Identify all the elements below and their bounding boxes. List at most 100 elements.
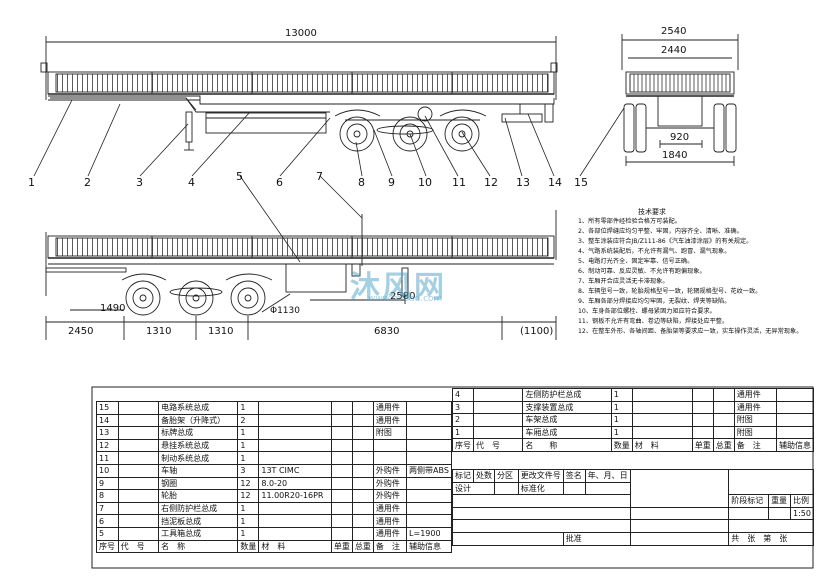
standard-label: 标准化 xyxy=(517,481,564,496)
bom-cell-w1 xyxy=(330,413,353,428)
bom-header-cell: 序号 xyxy=(96,539,119,554)
note-item: 8、车辆型号一致，轮胎规格型号一致，轮辋规格型号、花纹一致。 xyxy=(578,288,762,295)
bom-cell-no: 4 xyxy=(452,388,474,402)
side-view-bottom xyxy=(45,210,557,340)
dim-wheelbase: 6830 xyxy=(374,326,400,337)
bom-cell-w2 xyxy=(351,426,374,440)
bom-cell-code xyxy=(117,401,160,415)
bom-cell-code xyxy=(117,451,160,465)
bom-cell-name: 制动系统总成 xyxy=(158,451,239,465)
bom-cell-w1 xyxy=(330,451,353,465)
callout-11: 11 xyxy=(452,176,466,189)
note-item: 9、车厢各部分焊接应均匀牢固，无裂纹、焊夹等缺陷。 xyxy=(578,298,731,305)
callout-5: 5 xyxy=(236,170,243,183)
bom-cell-qty: 1 xyxy=(610,400,633,415)
bom-cell-qty: 1 xyxy=(237,438,260,453)
bom-cell-w2 xyxy=(351,413,374,428)
bom-cell-w1 xyxy=(691,413,714,427)
rev-count-h: 处数 xyxy=(473,469,495,483)
callout-15: 15 xyxy=(574,176,588,189)
bom-cell-aux: 两侧带ABS xyxy=(406,463,452,478)
callout-10: 10 xyxy=(418,176,432,189)
bom-cell-code xyxy=(117,413,160,428)
bom-cell-name: 支撑装置总成 xyxy=(522,400,612,415)
bom-cell-qty: 1 xyxy=(237,501,260,516)
bom-cell-qty: 1 xyxy=(237,526,260,541)
callout-3: 3 xyxy=(136,176,143,189)
bom-cell-mat xyxy=(258,438,332,453)
bom-cell-mat xyxy=(631,413,693,427)
bom-cell-name: 标牌总成 xyxy=(158,426,239,440)
bom-cell-aux xyxy=(775,425,815,440)
bom-cell-qty: 1 xyxy=(610,388,633,402)
bom-cell-code xyxy=(117,514,160,528)
bom-cell-no: 15 xyxy=(96,401,119,415)
bom-cell-w2 xyxy=(351,476,374,491)
bom-cell-rem xyxy=(372,451,408,465)
bom-cell-rem: 外购件 xyxy=(372,489,408,503)
callout-6: 6 xyxy=(276,176,283,189)
bom-header-cell: 序号 xyxy=(452,438,474,452)
bom-header-cell: 总重 xyxy=(712,438,735,452)
callout-4: 4 xyxy=(188,176,195,189)
bom-header-cell: 单重 xyxy=(330,539,353,554)
watermark-url: www.mfcad.com xyxy=(368,294,443,304)
side-view-top xyxy=(40,36,558,152)
bom-cell-mat xyxy=(258,426,332,440)
note-item: 1、所有零部件经检验合格方可装配。 xyxy=(578,218,681,225)
bom-header-cell: 备 注 xyxy=(733,438,777,452)
rev-sign-h: 签名 xyxy=(562,469,586,483)
bom-cell-qty: 12 xyxy=(237,476,260,491)
note-item: 2、各部位焊缝应均匀平整、牢固，内容齐全、清晰、准确。 xyxy=(578,228,743,235)
bom-header-cell: 辅助信息 xyxy=(406,539,452,554)
note-item: 5、电路灯光齐全、固定牢靠、信号正确。 xyxy=(578,258,694,265)
bom-cell-code xyxy=(472,413,524,427)
bom-cell-no: 5 xyxy=(96,526,119,541)
bom-cell-no: 7 xyxy=(96,501,119,516)
bom-cell-rem: 附图 xyxy=(733,413,777,427)
bom-cell-name: 车架总成 xyxy=(522,413,612,427)
bom-cell-aux xyxy=(406,489,452,503)
scale-label: 比例 xyxy=(789,494,815,508)
bom-cell-code xyxy=(117,489,160,503)
bom-cell-no: 14 xyxy=(96,413,119,428)
bom-cell-w1 xyxy=(330,401,353,415)
bom-cell-mat xyxy=(258,413,332,428)
bom-cell-no: 6 xyxy=(96,514,119,528)
bom-cell-no: 8 xyxy=(96,489,119,503)
rev-doc-h: 更改文件号 xyxy=(517,469,564,483)
bom-cell-w2 xyxy=(351,514,374,528)
rev-mark-h: 标记 xyxy=(452,469,474,483)
bom-cell-rem: 通用件 xyxy=(372,413,408,428)
end-view xyxy=(621,34,739,166)
notes-title: 技术要求 xyxy=(638,208,666,216)
bom-cell-name: 工具箱总成 xyxy=(158,526,239,541)
bom-cell-qty: 12 xyxy=(237,489,260,503)
callout-9: 9 xyxy=(388,176,395,189)
bom-cell-w1 xyxy=(691,388,714,402)
bom-cell-rem: 通用件 xyxy=(372,514,408,528)
bom-cell-w1 xyxy=(330,501,353,516)
callout-1: 1 xyxy=(28,176,35,189)
bom-header-cell: 代 号 xyxy=(472,438,524,452)
bom-header-cell: 数量 xyxy=(610,438,633,452)
title-block: 标记 处数 分区 更改文件号 签名 年、月、日 设计 标准化 阶段标记 重量 比… xyxy=(452,468,815,546)
bom-cell-w1 xyxy=(691,400,714,415)
bom-cell-qty: 2 xyxy=(237,413,260,428)
bom-header-cell: 单重 xyxy=(691,438,714,452)
bom-cell-no: 11 xyxy=(96,451,119,465)
bom-cell-no: 13 xyxy=(96,426,119,440)
bom-cell-w1 xyxy=(330,526,353,541)
bom-cell-no: 10 xyxy=(96,463,119,478)
bom-cell-name: 轮胎 xyxy=(158,489,239,503)
dim-1490: 1490 xyxy=(100,303,126,314)
design-label: 设计 xyxy=(452,481,495,496)
